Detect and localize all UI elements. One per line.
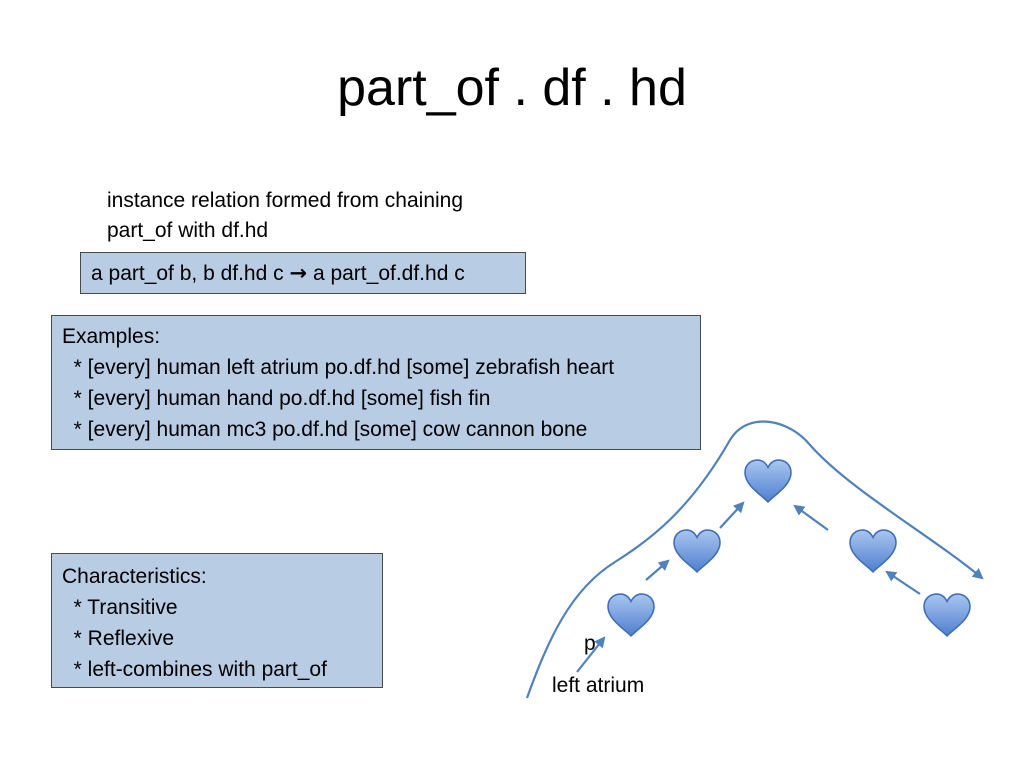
edge-arrow [719,501,745,529]
heart-icon [744,459,792,503]
example-item: * [every] human left atrium po.df.hd [so… [62,356,615,379]
rule-lhs: a part_of b, b df.hd c [91,262,284,285]
node-label: left atrium [552,674,644,697]
heart-icon [849,529,897,573]
example-item: * [every] human hand po.df.hd [some] fis… [62,387,491,410]
heart-icon [607,593,655,637]
heart-icon [673,529,721,573]
characteristic-item: * left-combines with part_of [62,658,327,681]
example-item: * [every] human mc3 po.df.hd [some] cow … [62,418,588,441]
rule-box: a part_of b, b df.hd c → a part_of.df.hd… [80,252,526,294]
edge-arrow [645,559,670,581]
heart-icon [923,593,971,637]
edge-arrow [885,570,921,595]
edge-arrow [576,636,606,673]
intro-line-2: part_of with df.hd [107,219,269,242]
characteristics-heading: Characteristics: [62,565,207,588]
intro-text: instance relation formed from chaining p… [107,186,463,246]
characteristic-item: * Reflexive [62,627,175,650]
intro-line-1: instance relation formed from chaining [107,189,464,212]
p-label: p [584,632,596,655]
right-arrow-icon: → [289,261,308,285]
outline-curve [525,420,984,699]
rule-rhs: a part_of.df.hd c [312,262,465,285]
characteristic-item: * Transitive [62,596,178,619]
examples-heading: Examples: [62,325,161,348]
slide-title: part_of . df . hd [337,59,687,117]
edge-arrow [793,504,829,531]
examples-box: Examples: * [every] human left atrium po… [51,315,701,450]
characteristics-box: Characteristics: * Transitive * Reflexiv… [51,553,383,688]
